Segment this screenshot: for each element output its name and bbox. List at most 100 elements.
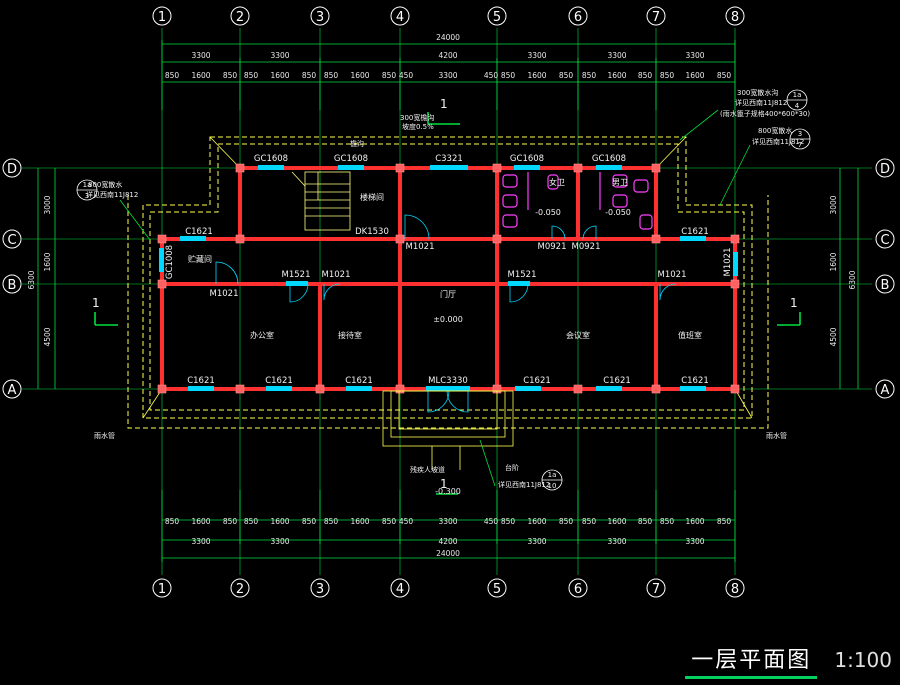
callout-1-bottom: 4 [795, 102, 800, 110]
detail-callout-text: 1a 4 3 7 1a 3 1a 10 [83, 91, 803, 490]
dim-bay-4: 3300 [527, 51, 546, 60]
room-office-3: 会议室 [566, 330, 590, 340]
windows [159, 165, 738, 391]
grid-bubbles-bottom [152, 578, 745, 598]
dim-bdetail-4: 850 [244, 517, 259, 526]
door-m1021-2: M1021 [322, 270, 351, 280]
dim-detail-18: 850 [638, 71, 653, 80]
dim-bdetail-6: 850 [302, 517, 317, 526]
dim-bdetail-11: 3300 [438, 517, 457, 526]
note-bottom-1: 台阶 [505, 463, 519, 472]
dim-total-bottom: 24000 [436, 549, 460, 558]
grid-label-8: 8 [731, 10, 739, 25]
dim-left-4: 4500 [43, 327, 52, 346]
dim-detail-6: 850 [302, 71, 317, 80]
window-c1621-m1: C1621 [185, 227, 213, 237]
dim-bay-6: 3300 [685, 51, 704, 60]
dimension-text-sides: 3000 1600 6300 4500 3000 1600 6300 4500 [27, 195, 857, 346]
grid-label-D-left: D [7, 162, 17, 177]
window-c1621-b6: C1621 [681, 376, 709, 386]
grid-label-6: 6 [574, 10, 582, 25]
note-bottom-2: 详见西南11J812 [498, 480, 550, 489]
section-mark-bottom-label: 1 [440, 477, 448, 491]
section-mark-left-label: 1 [92, 296, 100, 310]
callout-3-top: 1a [83, 181, 92, 189]
grid-label-B-left: B [8, 278, 17, 293]
walls [160, 166, 737, 391]
outdoor-level: -0.300 [435, 487, 461, 496]
dim-bay-1: 3300 [191, 51, 210, 60]
dim-right-1: 3000 [829, 195, 838, 214]
dim-detail-7: 850 [324, 71, 339, 80]
grid-labels-top: 1 2 3 4 5 6 7 8 [158, 10, 739, 25]
dim-total-top: 24000 [436, 33, 460, 42]
section-mark-right-label: 1 [790, 296, 798, 310]
grid-label-1-bottom: 1 [158, 582, 166, 597]
drawing-scale: 1:100 [834, 648, 892, 672]
door-m0921-1: M0921 [538, 242, 567, 252]
dim-bdetail-12: 450 [484, 517, 499, 526]
dim-detail-16: 850 [582, 71, 597, 80]
dim-bay-3: 4200 [438, 51, 457, 60]
window-mlc3330: MLC3330 [428, 376, 468, 386]
note-left-1: 800宽散水 [88, 180, 122, 189]
dimension-lines-bottom [161, 490, 736, 562]
dim-detail-15: 850 [559, 71, 574, 80]
detail-callouts [76, 89, 811, 491]
dim-bdetail-10: 450 [399, 517, 414, 526]
callout-2-top: 3 [798, 130, 802, 138]
dimension-lines-top [161, 40, 736, 110]
grid-bubbles-top [152, 6, 745, 26]
section-mark-top-label: 1 [440, 97, 448, 111]
dim-detail-4: 850 [244, 71, 259, 80]
room-toilet-level-2: -0.050 [605, 208, 631, 217]
door-m0921-2: M0921 [572, 242, 601, 252]
grid-label-C-right: C [880, 233, 889, 248]
room-toilet-male: 男卫 [612, 178, 628, 187]
dim-bbay-2: 3300 [270, 537, 289, 546]
dim-detail-13: 850 [501, 71, 516, 80]
dim-bdetail-13: 850 [501, 517, 516, 526]
dim-left-1: 3000 [43, 195, 52, 214]
window-c1621-b5: C1621 [603, 376, 631, 386]
dim-detail-11: 3300 [438, 71, 457, 80]
dim-bdetail-17: 1600 [607, 517, 626, 526]
dim-bbay-5: 3300 [607, 537, 626, 546]
dimension-lines-sides [37, 168, 859, 389]
drawing-title: 一层平面图 [685, 642, 818, 679]
note-ramp: 残疾人坡道 [410, 465, 445, 474]
note-left-2: 详见西南11J812 [86, 190, 138, 199]
callout-2-bottom: 7 [798, 141, 802, 149]
entrance-steps [382, 390, 514, 470]
dim-detail-10: 450 [399, 71, 414, 80]
dim-bdetail-19: 850 [660, 517, 675, 526]
note-right-2: 详见西南11J812 [735, 98, 787, 107]
dim-bdetail-16: 850 [582, 517, 597, 526]
dim-bdetail-1: 850 [165, 517, 180, 526]
room-toilet-level-1: -0.050 [535, 208, 561, 217]
grid-labels-bottom: 1 2 3 4 5 6 7 8 [158, 582, 739, 597]
window-c1621-b4: C1621 [523, 376, 551, 386]
dim-detail-8: 1600 [350, 71, 369, 80]
dim-bdetail-3: 850 [223, 517, 238, 526]
room-hall-level: ±0.000 [433, 315, 463, 324]
window-c1621-m2: C1621 [681, 227, 709, 237]
dim-detail-21: 850 [717, 71, 732, 80]
dim-detail-9: 850 [382, 71, 397, 80]
callout-4-bottom: 10 [548, 482, 557, 490]
dim-detail-3: 850 [223, 71, 238, 80]
grid-bubbles-side [2, 158, 895, 399]
dim-bbay-6: 3300 [685, 537, 704, 546]
eaves-hatch [142, 136, 753, 419]
grid-label-7-bottom: 7 [652, 582, 660, 597]
note-slope: 坡度0.5% [402, 122, 434, 131]
section-marks [94, 112, 801, 495]
dim-right-4: 4500 [829, 327, 838, 346]
callout-3-bottom: 3 [85, 192, 89, 200]
dim-bdetail-15: 850 [559, 517, 574, 526]
room-hall: 门厅 [440, 289, 456, 299]
window-c3321: C3321 [435, 154, 463, 164]
grid-label-8-bottom: 8 [731, 582, 739, 597]
door-m1021-3: M1021 [210, 289, 239, 299]
